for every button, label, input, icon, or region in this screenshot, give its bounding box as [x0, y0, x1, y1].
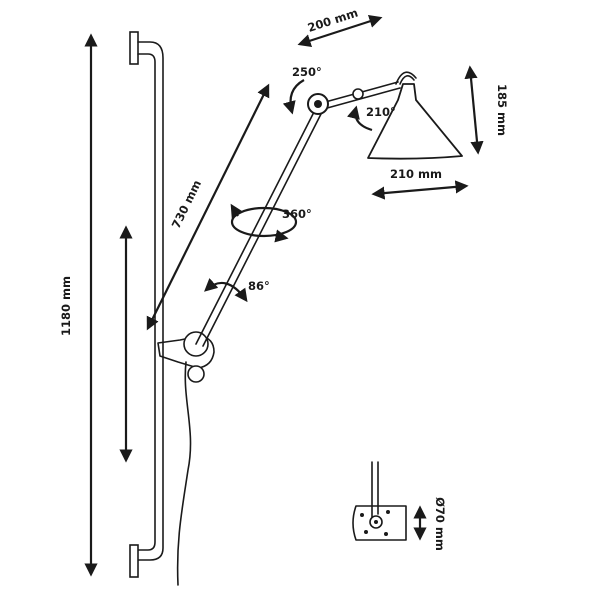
base-detail: [352, 461, 407, 541]
arm-length-arrow: [146, 83, 270, 331]
elbow-rotation-arrow: [282, 79, 305, 115]
elbow-joint: [307, 88, 364, 115]
wall-rail: [129, 31, 164, 578]
top-wall-bracket: [129, 31, 139, 65]
arm-length-label: 730 mm: [169, 178, 204, 231]
upper-arm-arrow: [297, 14, 383, 48]
elbow-rotation-label: 250°: [292, 65, 322, 79]
base-tilt-label: 86°: [248, 279, 270, 293]
total-height-label: 1180 mm: [59, 276, 73, 336]
lamp-shade: [367, 71, 463, 160]
shade-tilt-arrow: [347, 105, 373, 132]
shade-width-arrow: [371, 180, 469, 200]
bottom-wall-bracket: [129, 544, 139, 578]
base-tilt-arrow: [204, 278, 248, 303]
arm-rotation-label: 360°: [282, 207, 312, 221]
base-diameter-label: Ø70 mm: [433, 497, 447, 551]
arm-rotation-ellipse: [230, 206, 298, 238]
shade-height-label: 185 mm: [495, 84, 509, 136]
upper-arm-label: 200 mm: [306, 6, 360, 35]
shade-height-arrow: [464, 65, 484, 155]
shade-tilt-label: 210°: [366, 105, 396, 119]
shade-width-label: 210 mm: [390, 167, 442, 181]
power-cable: [176, 361, 192, 586]
